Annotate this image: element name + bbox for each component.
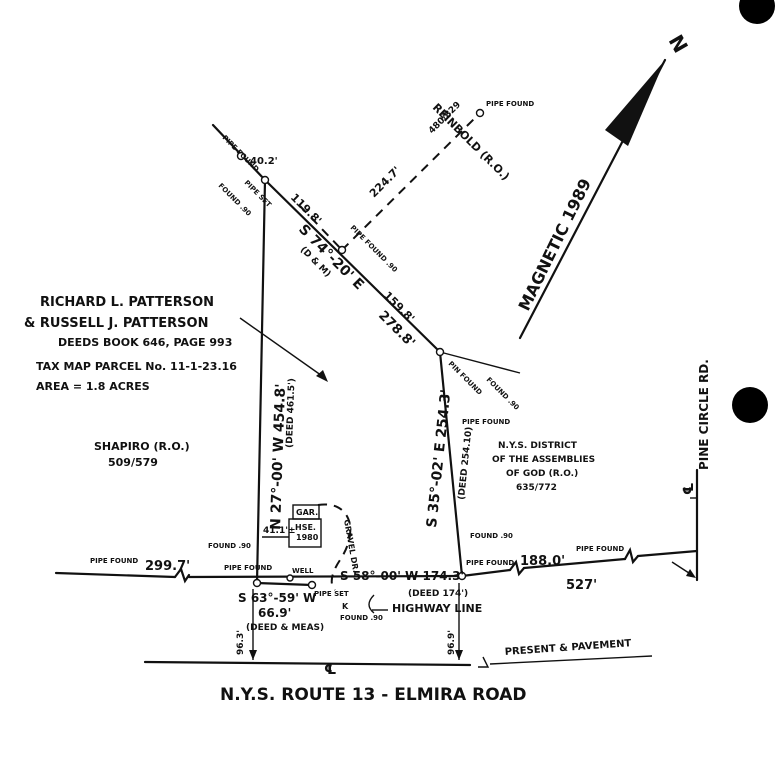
label-pipe-found-east2: PIPE FOUND xyxy=(576,545,624,553)
highway-line-east-a xyxy=(460,568,512,578)
nys-line2: OF THE ASSEMBLIES xyxy=(492,455,595,465)
shapiro-ref: 509/579 xyxy=(108,456,158,469)
west-line-deed: (DEED 461.5') xyxy=(285,378,297,448)
parcel-boundary xyxy=(54,112,699,587)
north-arrow: N MAGNETIC 1989 xyxy=(515,31,693,340)
nys-ref: 635/772 xyxy=(516,483,557,493)
owner-block: RICHARD L. PATTERSON & RUSSELL J. PATTER… xyxy=(24,295,328,393)
pipe-marker-reinbold xyxy=(475,108,485,118)
highway-line-west xyxy=(54,571,177,579)
binder-hole-middle xyxy=(732,387,768,423)
label-well: WELL xyxy=(292,567,314,575)
label-pipe-found-nw: PIPE FOUND xyxy=(221,134,261,174)
deeds-ref: DEEDS BOOK 646, PAGE 993 xyxy=(58,336,232,349)
binder-hole-top xyxy=(739,0,775,24)
pipe-marker-set xyxy=(307,580,317,590)
owner-line1: RICHARD L. PATTERSON xyxy=(40,295,214,310)
house-year: 1980 xyxy=(296,533,319,542)
well-marker xyxy=(286,574,294,582)
left-offset: 96.3' xyxy=(236,630,246,655)
area: AREA = 1.8 ACRES xyxy=(36,380,150,393)
tax-parcel: TAX MAP PARCEL No. 11-1-23.16 xyxy=(36,360,237,373)
label-pipe-found-east: PIPE FOUND xyxy=(462,418,510,426)
highway-line-east-b xyxy=(522,557,627,570)
pipe-marker-sw xyxy=(252,578,262,588)
highway-break-east xyxy=(508,559,526,577)
pipe-marker-north xyxy=(337,245,347,255)
hwy-total: 527' xyxy=(566,578,597,593)
shapiro-label: SHAPIRO (R.O.) xyxy=(94,440,190,453)
southwest-bearing: S 63°-59' W xyxy=(238,591,316,605)
southwest-boundary xyxy=(255,581,314,587)
garage-label: GAR. xyxy=(296,508,318,517)
gravel-label: GRAVEL DR. xyxy=(342,519,360,574)
pine-circle-label: PINE CIRCLE RD. xyxy=(697,359,711,470)
label-pipe-set-south: PIPE SET xyxy=(314,590,349,598)
owner-line2: & RUSSELL J. PATTERSON xyxy=(24,316,208,331)
highway-line-east-c xyxy=(636,549,699,558)
highway-break-west xyxy=(173,566,191,584)
house-box xyxy=(288,518,322,548)
south-line-bearing: S 58°-00' W 174.3' xyxy=(340,569,464,583)
label-found-se: FOUND .90 xyxy=(470,532,513,540)
north-boundary xyxy=(263,178,442,354)
pine-centerline-symbol: ℄ xyxy=(681,482,697,495)
magnetic-label: MAGNETIC 1989 xyxy=(515,176,595,314)
label-pipe-found-north: PIPE FOUND .90 xyxy=(349,224,399,274)
hwy-east: 188.0' xyxy=(520,554,565,569)
house-label: HSE. xyxy=(295,523,316,532)
highway-line-center xyxy=(187,574,464,579)
southwest-len: 66.9' xyxy=(258,606,291,620)
offset-dimensions xyxy=(249,583,463,660)
east-boundary xyxy=(438,350,464,578)
south-line-deed: (DEED 174') xyxy=(408,589,468,599)
west-boundary xyxy=(255,178,267,585)
north-arrow-head xyxy=(605,60,665,146)
label-pipe-found-reinbold: PIPE FOUND xyxy=(486,100,534,108)
hwy-west: 299.7' xyxy=(145,559,190,574)
route-label: N.Y.S. ROUTE 13 - ELMIRA ROAD xyxy=(220,685,527,705)
pipe-markers xyxy=(236,108,485,590)
nys-line3: OF GOD (R.O.) xyxy=(506,469,578,479)
southwest-note: (DEED & MEAS) xyxy=(246,623,324,633)
pavement-label: PRESENT & PAVEMENT xyxy=(504,638,631,658)
right-offset: 96.9' xyxy=(447,630,457,655)
reinbold-line xyxy=(341,112,481,251)
east-line-deed: (DEED 254.10) xyxy=(457,426,475,500)
label-pipe-found-sw: PIPE FOUND xyxy=(224,564,272,572)
bearing-labels: N 27°-00' W 454.8' (DEED 461.5') S 74°-2… xyxy=(145,156,597,655)
pin-marker-ne xyxy=(435,347,445,357)
label-pipe-found-se: PIPE FOUND xyxy=(466,559,514,567)
west-offset: 40.2' xyxy=(250,156,278,167)
label-found-south: FOUND .90 xyxy=(340,614,383,622)
pipe-marker-nw xyxy=(236,151,246,161)
reinbold-dist: 224.7' xyxy=(367,164,403,200)
pavement-line xyxy=(489,655,653,665)
pipe-marker-corner-nw xyxy=(260,175,270,185)
pipe-marker-se xyxy=(457,571,467,581)
north-label: N xyxy=(664,31,693,58)
label-found-sw: FOUND .90 xyxy=(208,542,251,550)
label-found-ne: FOUND .90 xyxy=(485,376,521,412)
highway-break-east2 xyxy=(623,547,640,565)
north-boundary-dashed xyxy=(299,205,343,251)
label-pipe-found-west: PIPE FOUND xyxy=(90,557,138,565)
pin-extension xyxy=(439,351,521,374)
owner-pointer xyxy=(239,317,326,379)
gravel-drive xyxy=(317,503,352,591)
nys-line1: N.Y.S. DISTRICT xyxy=(498,441,578,451)
label-k: K xyxy=(342,602,349,611)
west-line-bearing: N 27°-00' W 454.8' xyxy=(268,383,289,530)
highway-line-label: HIGHWAY LINE xyxy=(392,602,482,615)
route-centerline xyxy=(143,660,472,667)
garage-offset: 41.1'± xyxy=(263,526,296,536)
route-centerline-symbol: ℄ xyxy=(324,662,337,678)
